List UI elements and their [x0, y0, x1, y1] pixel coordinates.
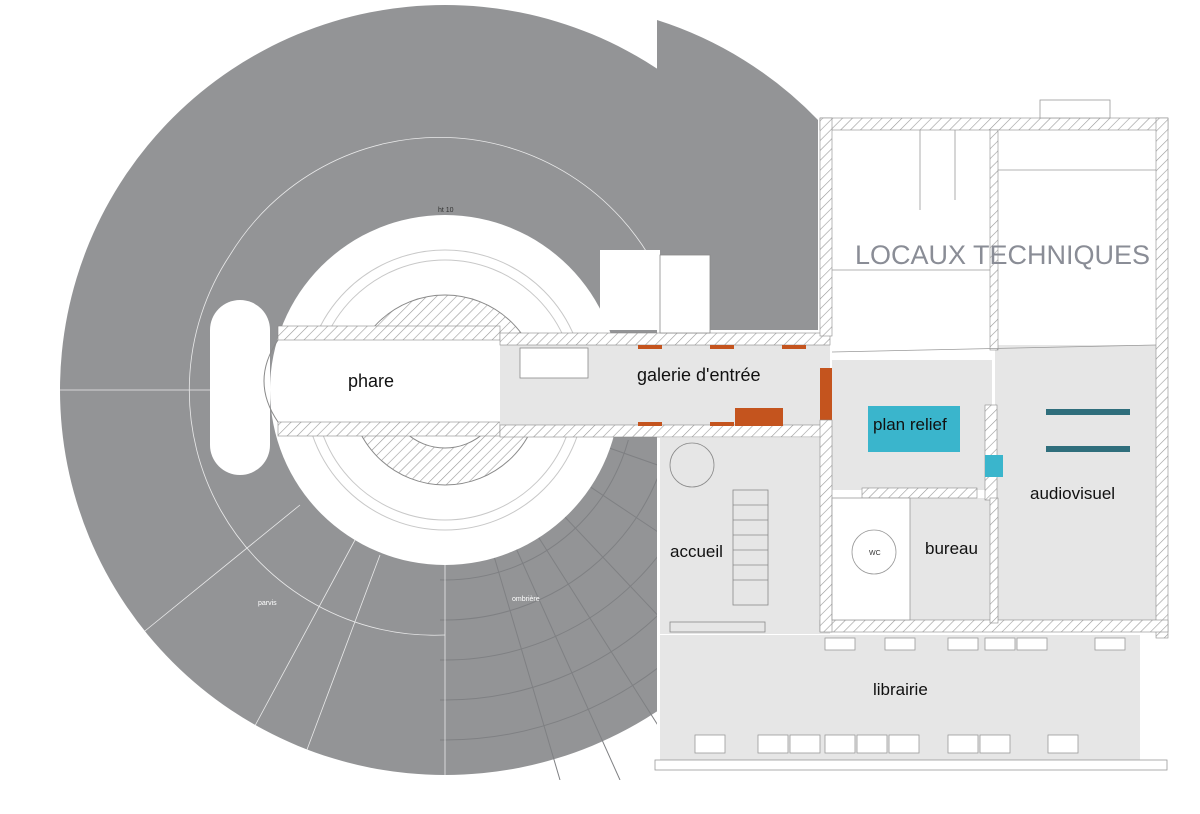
building-walls — [819, 117, 1169, 639]
label-wc: WC — [869, 550, 881, 557]
label-ombriere: ombrière — [512, 596, 540, 603]
label-accueil: accueil — [670, 542, 723, 561]
bench — [1046, 446, 1130, 452]
bureau-room — [910, 498, 995, 623]
label-parvis: parvis — [258, 600, 277, 607]
label-librairie: librairie — [873, 680, 928, 699]
bench — [1046, 409, 1130, 415]
label-plan-relief: plan relief — [873, 415, 947, 434]
label-bureau: bureau — [925, 539, 978, 558]
cyan-block — [985, 455, 1003, 477]
parvis-lines — [60, 137, 658, 775]
label-locaux-techniques: LOCAUX TECHNIQUES — [855, 240, 1150, 270]
orange-accents — [638, 345, 832, 426]
label-audiovisuel: audiovisuel — [1030, 484, 1115, 503]
phare-room — [278, 340, 500, 422]
accueil-room — [660, 438, 830, 634]
parvis-ground-upper — [657, 20, 818, 330]
librairie-shelves — [694, 637, 1126, 754]
plan-relief-table — [868, 406, 960, 452]
label-phare: phare — [348, 371, 394, 391]
tech-room-lines — [831, 130, 1157, 353]
audiovisuel-room — [995, 345, 1157, 625]
label-height-mark: ht 10 — [438, 207, 454, 214]
accueil-furniture — [669, 442, 769, 633]
wc-room — [831, 497, 911, 621]
label-galerie: galerie d'entrée — [637, 365, 761, 385]
